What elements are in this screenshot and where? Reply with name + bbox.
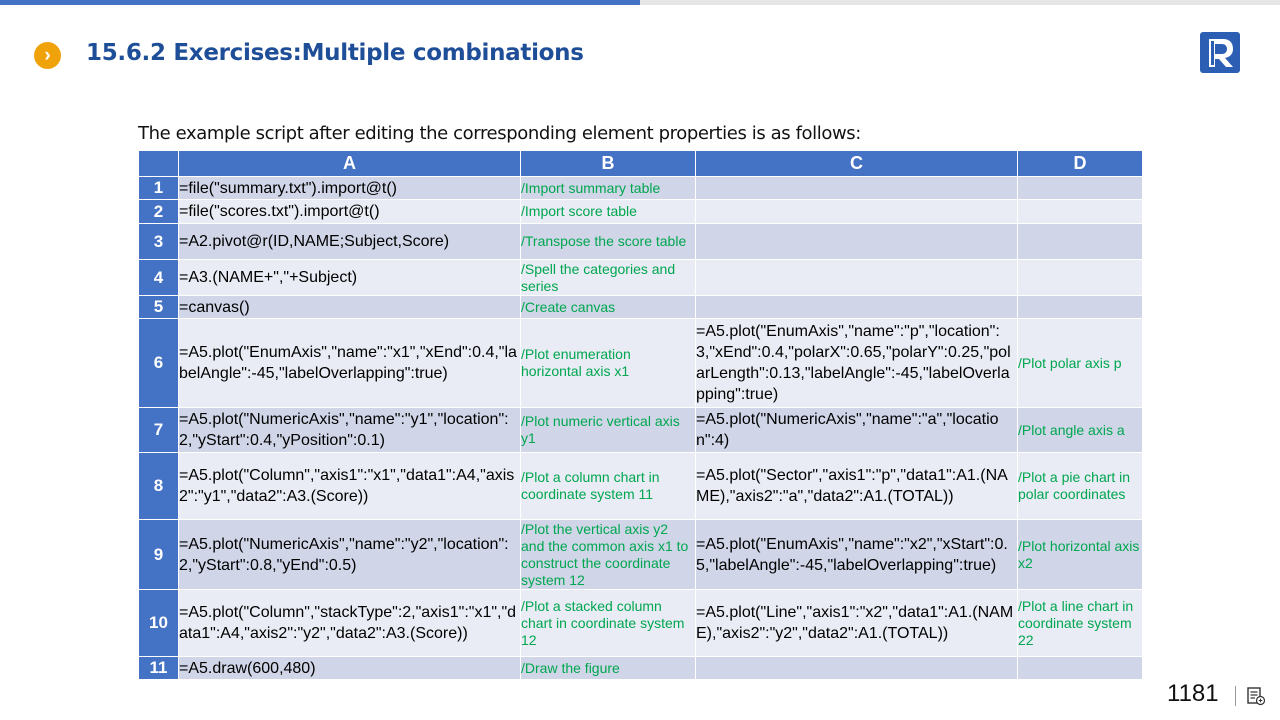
column-header-c: C (695, 150, 1018, 177)
cell-d11[interactable] (1017, 656, 1143, 680)
row-number: 5 (138, 295, 179, 319)
cell-d10[interactable]: /Plot a line chart in coordinate system … (1017, 589, 1143, 657)
cell-b3[interactable]: /Transpose the score table (520, 223, 696, 260)
page-number: 1181 (1167, 680, 1219, 707)
notes-icon[interactable] (1246, 686, 1266, 706)
table-row: 8 =A5.plot("Column","axis1":"x1","data1"… (138, 452, 1143, 520)
row-number: 10 (138, 589, 179, 657)
cell-a5[interactable]: =canvas() (178, 295, 521, 319)
cell-a1[interactable]: =file("summary.txt").import@t() (178, 176, 521, 200)
script-grid: A B C D 1 =file("summary.txt").import@t(… (138, 150, 1143, 680)
table-row: 9 =A5.plot("NumericAxis","name":"y2","lo… (138, 519, 1143, 590)
cell-a8[interactable]: =A5.plot("Column","axis1":"x1","data1":A… (178, 452, 521, 520)
cell-d3[interactable] (1017, 223, 1143, 260)
cell-a4[interactable]: =A3.(NAME+","+Subject) (178, 259, 521, 296)
row-number: 9 (138, 519, 179, 590)
row-number: 8 (138, 452, 179, 520)
cell-b2[interactable]: /Import score table (520, 199, 696, 224)
cell-c1[interactable] (695, 176, 1018, 200)
table-row: 2 =file("scores.txt").import@t() /Import… (138, 199, 1143, 224)
column-header-b: B (520, 150, 696, 177)
cell-a9[interactable]: =A5.plot("NumericAxis","name":"y2","loca… (178, 519, 521, 590)
cell-c10[interactable]: =A5.plot("Line","axis1":"x2","data1":A1.… (695, 589, 1018, 657)
cell-a11[interactable]: =A5.draw(600,480) (178, 656, 521, 680)
chevron-right-circle-icon: › (34, 42, 61, 69)
corner-header (138, 150, 179, 177)
table-row: 1 =file("summary.txt").import@t() /Impor… (138, 176, 1143, 200)
intro-text: The example script after editing the cor… (138, 123, 861, 144)
cell-a6[interactable]: =A5.plot("EnumAxis","name":"x1","xEnd":0… (178, 318, 521, 408)
column-header-d: D (1017, 150, 1143, 177)
cell-b8[interactable]: /Plot a column chart in coordinate syste… (520, 452, 696, 520)
progress-track (0, 0, 1280, 5)
table-row: 3 =A2.pivot@r(ID,NAME;Subject,Score) /Tr… (138, 223, 1143, 260)
cell-b4[interactable]: /Spell the categories and series (520, 259, 696, 296)
cell-d1[interactable] (1017, 176, 1143, 200)
cell-d9[interactable]: /Plot horizontal axis x2 (1017, 519, 1143, 590)
cell-d5[interactable] (1017, 295, 1143, 319)
table-row: 7 =A5.plot("NumericAxis","name":"y1","lo… (138, 407, 1143, 453)
cell-c5[interactable] (695, 295, 1018, 319)
row-number: 3 (138, 223, 179, 260)
cell-d7[interactable]: /Plot angle axis a (1017, 407, 1143, 453)
table-row: 6 =A5.plot("EnumAxis","name":"x1","xEnd"… (138, 318, 1143, 408)
cell-b7[interactable]: /Plot numeric vertical axis y1 (520, 407, 696, 453)
table-row: 11 =A5.draw(600,480) /Draw the figure (138, 656, 1143, 680)
row-number: 11 (138, 656, 179, 680)
cell-c6[interactable]: =A5.plot("EnumAxis","name":"p","location… (695, 318, 1018, 408)
table-row: 5 =canvas() /Create canvas (138, 295, 1143, 319)
cell-b9[interactable]: /Plot the vertical axis y2 and the commo… (520, 519, 696, 590)
cell-c4[interactable] (695, 259, 1018, 296)
cell-d6[interactable]: /Plot polar axis p (1017, 318, 1143, 408)
row-number: 1 (138, 176, 179, 200)
table-row: 10 =A5.plot("Column","stackType":2,"axis… (138, 589, 1143, 657)
column-header-a: A (178, 150, 521, 177)
progress-fill (0, 0, 640, 5)
cell-c11[interactable] (695, 656, 1018, 680)
cell-a7[interactable]: =A5.plot("NumericAxis","name":"y1","loca… (178, 407, 521, 453)
cell-d2[interactable] (1017, 199, 1143, 224)
cell-a2[interactable]: =file("scores.txt").import@t() (178, 199, 521, 224)
cell-c8[interactable]: =A5.plot("Sector","axis1":"p","data1":A1… (695, 452, 1018, 520)
row-number: 7 (138, 407, 179, 453)
cell-c9[interactable]: =A5.plot("EnumAxis","name":"x2","xStart"… (695, 519, 1018, 590)
row-number: 4 (138, 259, 179, 296)
cell-b6[interactable]: /Plot enumeration horizontal axis x1 (520, 318, 696, 408)
cell-d4[interactable] (1017, 259, 1143, 296)
r-logo-icon (1200, 32, 1240, 73)
cell-b5[interactable]: /Create canvas (520, 295, 696, 319)
cell-c3[interactable] (695, 223, 1018, 260)
row-number: 6 (138, 318, 179, 408)
page-number-divider (1235, 686, 1236, 706)
row-number: 2 (138, 199, 179, 224)
table-row: 4 =A3.(NAME+","+Subject) /Spell the cate… (138, 259, 1143, 296)
cell-c2[interactable] (695, 199, 1018, 224)
cell-b10[interactable]: /Plot a stacked column chart in coordina… (520, 589, 696, 657)
page-title: 15.6.2 Exercises:Multiple combinations (86, 40, 584, 66)
cell-a3[interactable]: =A2.pivot@r(ID,NAME;Subject,Score) (178, 223, 521, 260)
cell-b1[interactable]: /Import summary table (520, 176, 696, 200)
cell-c7[interactable]: =A5.plot("NumericAxis","name":"a","locat… (695, 407, 1018, 453)
cell-d8[interactable]: /Plot a pie chart in polar coordinates (1017, 452, 1143, 520)
cell-b11[interactable]: /Draw the figure (520, 656, 696, 680)
cell-a10[interactable]: =A5.plot("Column","stackType":2,"axis1":… (178, 589, 521, 657)
